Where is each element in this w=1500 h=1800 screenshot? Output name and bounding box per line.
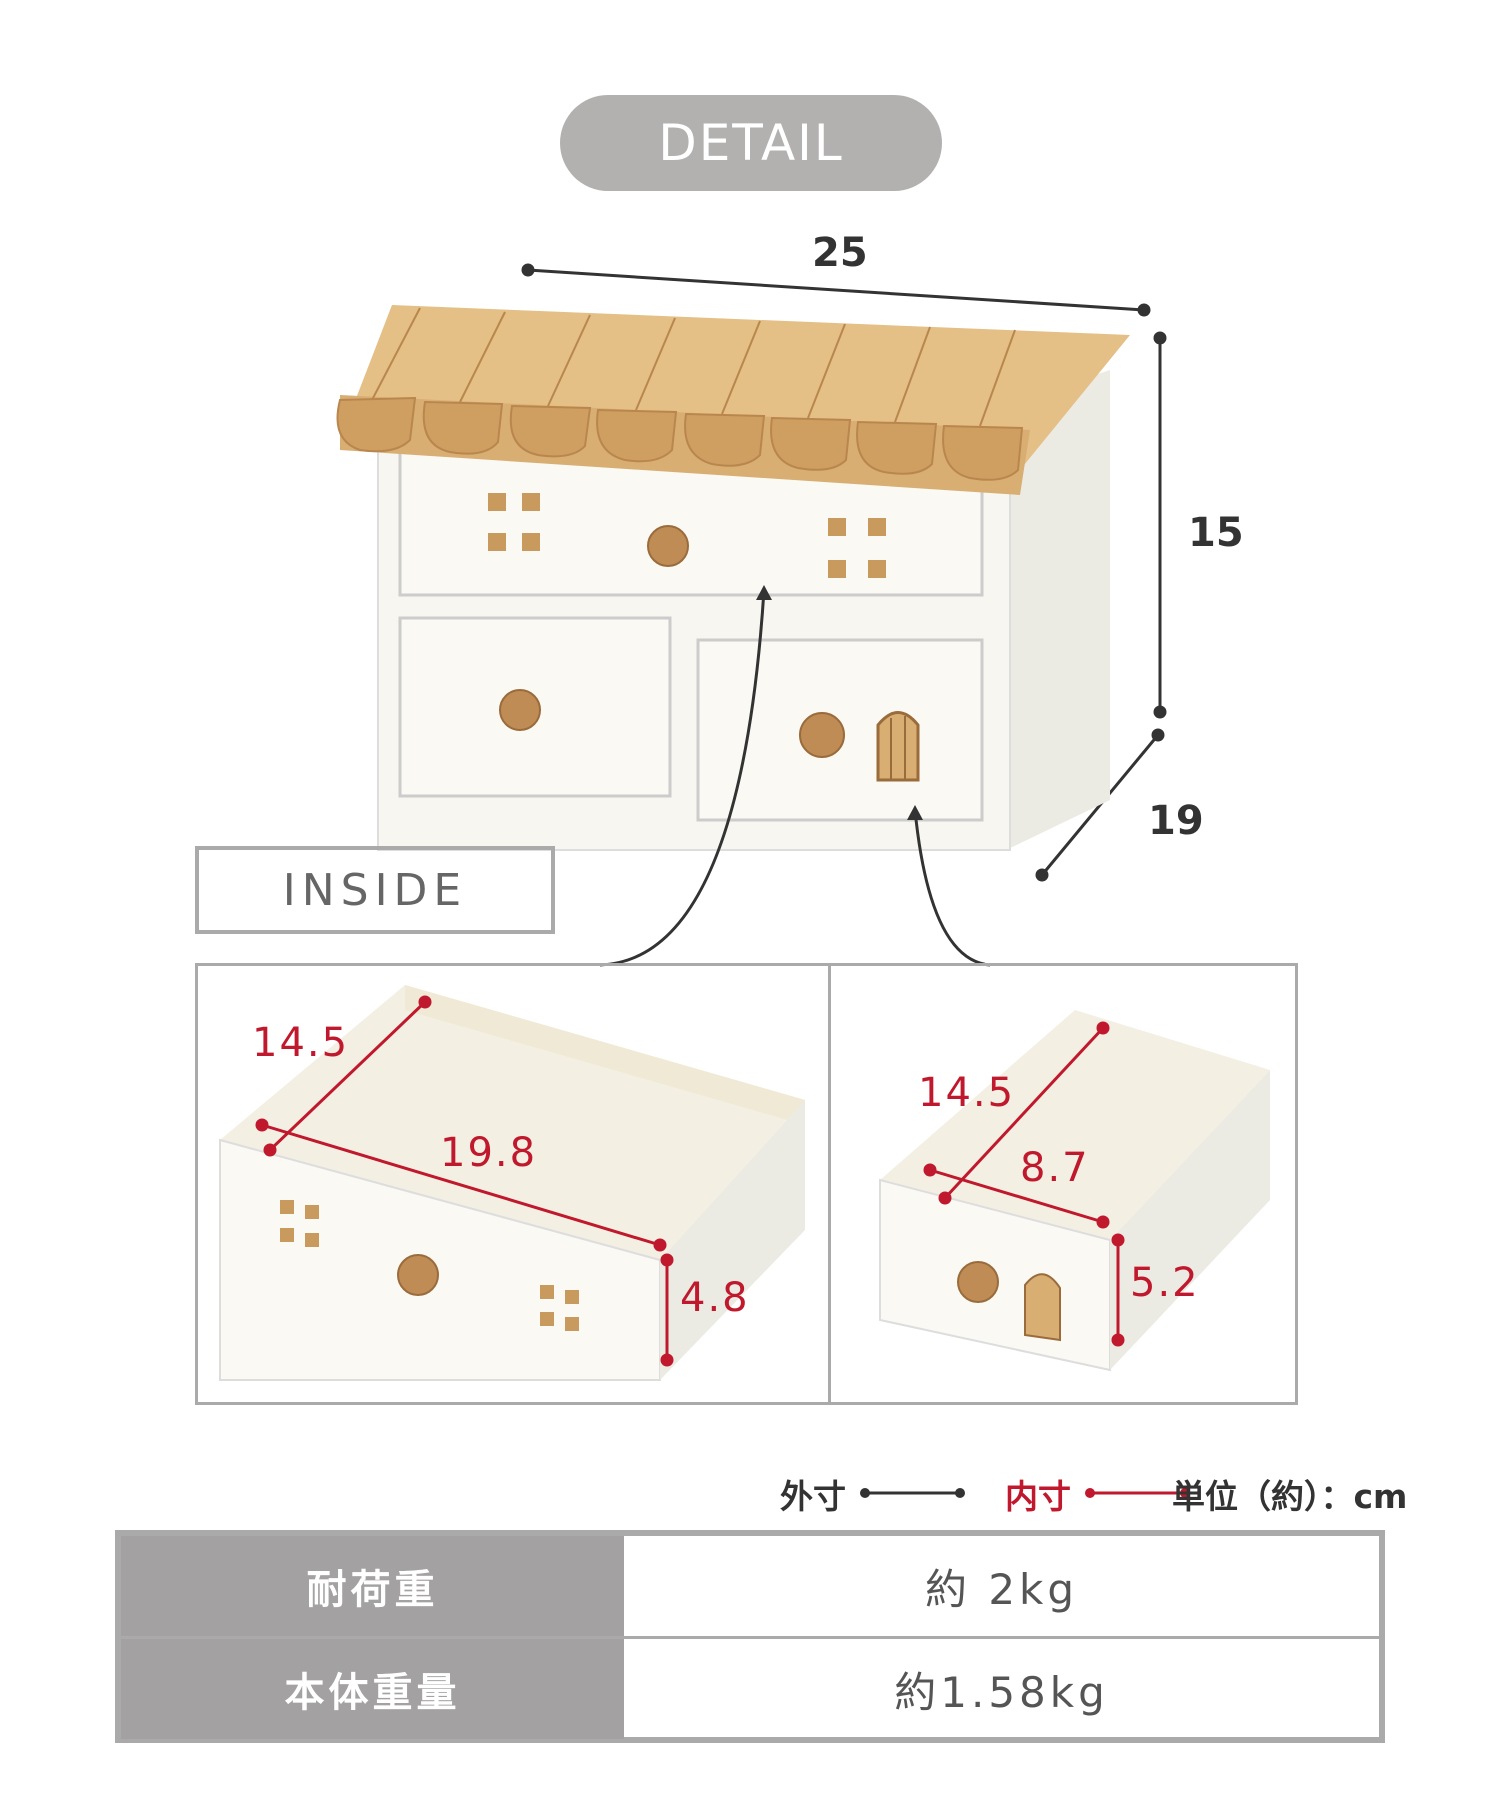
legend-lines <box>860 1488 1190 1498</box>
spec-value: 約1.58kg <box>894 1667 1109 1717</box>
small-drawer <box>879 1010 1270 1372</box>
roof <box>336 305 1130 495</box>
spec-table: 耐荷重 約 2kg 本体重量 約1.58kg <box>115 1530 1385 1743</box>
legend-unit-label: 単位（約）：cm <box>1172 1477 1408 1516</box>
legend-outer-label: 外寸 <box>780 1477 846 1516</box>
spec-row-load: 耐荷重 約 2kg <box>121 1536 1379 1639</box>
outer-dimension-lines <box>521 263 1167 882</box>
door-icon <box>876 711 920 782</box>
large-drawer-depth-label: 14.5 <box>252 1020 350 1066</box>
spec-row-weight: 本体重量 約1.58kg <box>121 1639 1379 1739</box>
outer-height-label: 15 <box>1188 510 1244 556</box>
small-drawer-height-label: 5.2 <box>1130 1260 1200 1306</box>
small-drawer-width-label: 8.7 <box>1020 1145 1090 1191</box>
small-drawer-inner-dimensions <box>923 1021 1125 1347</box>
connector-arrows <box>599 589 991 967</box>
window-icons <box>488 493 886 578</box>
large-drawer <box>219 985 805 1381</box>
legend-inner-label: 内寸 <box>1005 1477 1071 1516</box>
inside-label: INSIDE <box>195 846 555 934</box>
dimension-legend: 外寸 内寸 単位（約）：cm <box>780 1470 1440 1516</box>
spec-label: 本体重量 <box>121 1639 624 1739</box>
spec-value: 約 2kg <box>924 1564 1079 1614</box>
spec-label: 耐荷重 <box>121 1536 624 1636</box>
large-drawer-width-label: 19.8 <box>440 1130 538 1176</box>
small-drawer-panel <box>828 963 1298 1405</box>
small-drawer-depth-label: 14.5 <box>918 1070 1016 1116</box>
outer-width-label: 25 <box>812 230 868 276</box>
detail-heading: DETAIL <box>560 95 942 191</box>
large-drawer-height-label: 4.8 <box>680 1275 750 1321</box>
knob-icons <box>499 525 845 758</box>
large-drawer-inner-dimensions <box>255 995 674 1367</box>
outer-depth-label: 19 <box>1148 798 1204 844</box>
